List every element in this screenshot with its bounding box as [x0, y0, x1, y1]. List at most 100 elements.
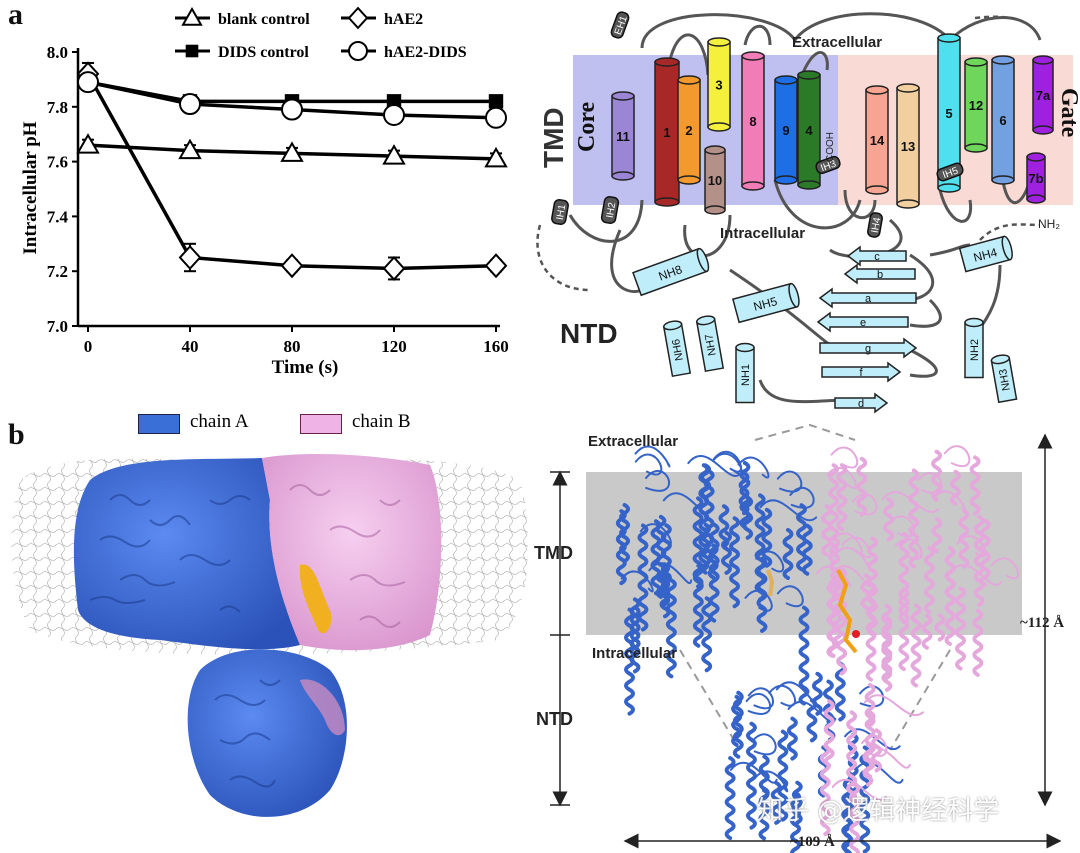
loop-ribbon [753, 770, 789, 793]
ntd-helix-nh1: NH1 [735, 342, 755, 404]
helix-ribbon [758, 788, 770, 841]
triangle-marker [280, 141, 304, 162]
helix-ribbon [973, 514, 985, 607]
helix-cap [1032, 55, 1054, 65]
y-tick-label: 7.0 [47, 317, 68, 336]
x-tick-label: 0 [84, 337, 93, 356]
loop-ribbon [634, 453, 663, 476]
chart-series [76, 61, 508, 281]
ligand-density [299, 564, 332, 634]
strand-a [818, 287, 917, 309]
loop-ribbon [894, 537, 923, 560]
panel-label-b: b [8, 418, 25, 451]
strand-d [834, 392, 889, 414]
svg-text:NH2: NH2 [969, 339, 981, 361]
helix-label: 2 [685, 123, 692, 138]
helix-label: 6 [999, 113, 1006, 128]
loop-ribbon [745, 693, 772, 715]
linker-ih2: IH2 [600, 196, 620, 224]
chain-a-ribbons [615, 445, 904, 853]
helix-cap [991, 175, 1015, 185]
helix-ribbon [860, 573, 872, 610]
core-label: Core [574, 101, 600, 152]
loop-ribbon [639, 523, 672, 545]
loop-ribbon [862, 746, 911, 769]
helix-ribbon [718, 504, 730, 549]
tmd-label: TMD [538, 107, 569, 168]
helix-ribbon [955, 586, 966, 671]
helix-ribbon [791, 780, 803, 825]
svg-text:IH4: IH4 [870, 216, 884, 234]
x-tick-label: 40 [182, 337, 199, 356]
loop-ribbon [634, 445, 671, 468]
cryoem-density-map [11, 454, 529, 817]
ntd-helix-nh3: NH3 [990, 354, 1018, 404]
helix-ribbon [834, 661, 846, 722]
loop-ribbon [776, 585, 804, 607]
circle-marker [77, 71, 99, 94]
width-dimension-label: ~109 Å [790, 834, 835, 850]
helix-cap [896, 199, 920, 209]
loop-ribbon [815, 565, 852, 588]
helix-ribbon [949, 469, 961, 506]
helix-cap [1026, 194, 1046, 204]
loop-ribbon [755, 550, 785, 573]
loop-ribbon [662, 492, 713, 514]
diamond-marker [280, 253, 304, 279]
y-tick-label: 7.8 [47, 98, 68, 117]
x-tick-label: 80 [284, 337, 301, 356]
diamond-marker [347, 6, 369, 30]
strand-b [843, 263, 916, 285]
helix-label: 11 [616, 129, 630, 144]
helix-ribbon [761, 507, 773, 568]
helix-ribbon [729, 516, 741, 609]
svg-text:NH3: NH3 [997, 368, 1013, 392]
helix-cap [865, 185, 889, 195]
watermark-text: 知乎 @逻辑神经科学 [757, 796, 1000, 826]
loop-ribbon [851, 493, 878, 516]
ntd-helix-nh8: NH8 [632, 247, 710, 297]
linker-ih1: IH1 [551, 199, 569, 225]
helix-cap [964, 57, 988, 67]
svg-text:NH6: NH6 [670, 338, 686, 362]
helix-label: 12 [969, 98, 983, 113]
helix-ribbon [969, 455, 981, 516]
helix-cap [707, 122, 731, 132]
svg-text:IH5: IH5 [941, 165, 960, 181]
helix-label: 10 [708, 173, 722, 188]
triangle-marker [178, 138, 202, 160]
helix-ribbon [931, 517, 943, 554]
helix-ribbon [742, 495, 754, 540]
helix-ribbon [871, 728, 883, 773]
svg-text:NH4: NH4 [972, 245, 999, 265]
cooh-label: COOH [825, 132, 836, 162]
helix-ribbon [908, 468, 920, 569]
chain-b-legend: chain B [352, 411, 411, 432]
helix-ribbon [798, 605, 810, 706]
helix-ribbon [724, 756, 736, 841]
helix-ribbon [624, 607, 635, 716]
loop-ribbon [990, 557, 1020, 580]
helix-ribbon [881, 615, 893, 692]
helix-cap [1032, 125, 1054, 135]
loop-ribbon [831, 532, 863, 555]
helix-cap [654, 197, 680, 207]
svg-text:NH1: NH1 [740, 364, 752, 386]
helix-ribbon [629, 605, 641, 658]
chain-b-ribbons [815, 445, 1020, 853]
y-tick-label: 7.4 [47, 207, 69, 226]
ntd-helix-nh6: NH6 [662, 320, 692, 378]
helix-cap [774, 75, 798, 85]
helix-ribbon [836, 567, 848, 676]
loop-ribbon [711, 452, 743, 475]
ligand-sticks [766, 569, 858, 654]
circle-marker [383, 104, 405, 127]
y-axis-label: Intracellular pH [20, 121, 41, 254]
helix-cap [774, 175, 798, 185]
loop-ribbon [747, 687, 774, 710]
linker-ih4: IH4 [867, 212, 884, 238]
legend-label: blank control [218, 11, 310, 28]
loop-ribbon [854, 761, 904, 784]
